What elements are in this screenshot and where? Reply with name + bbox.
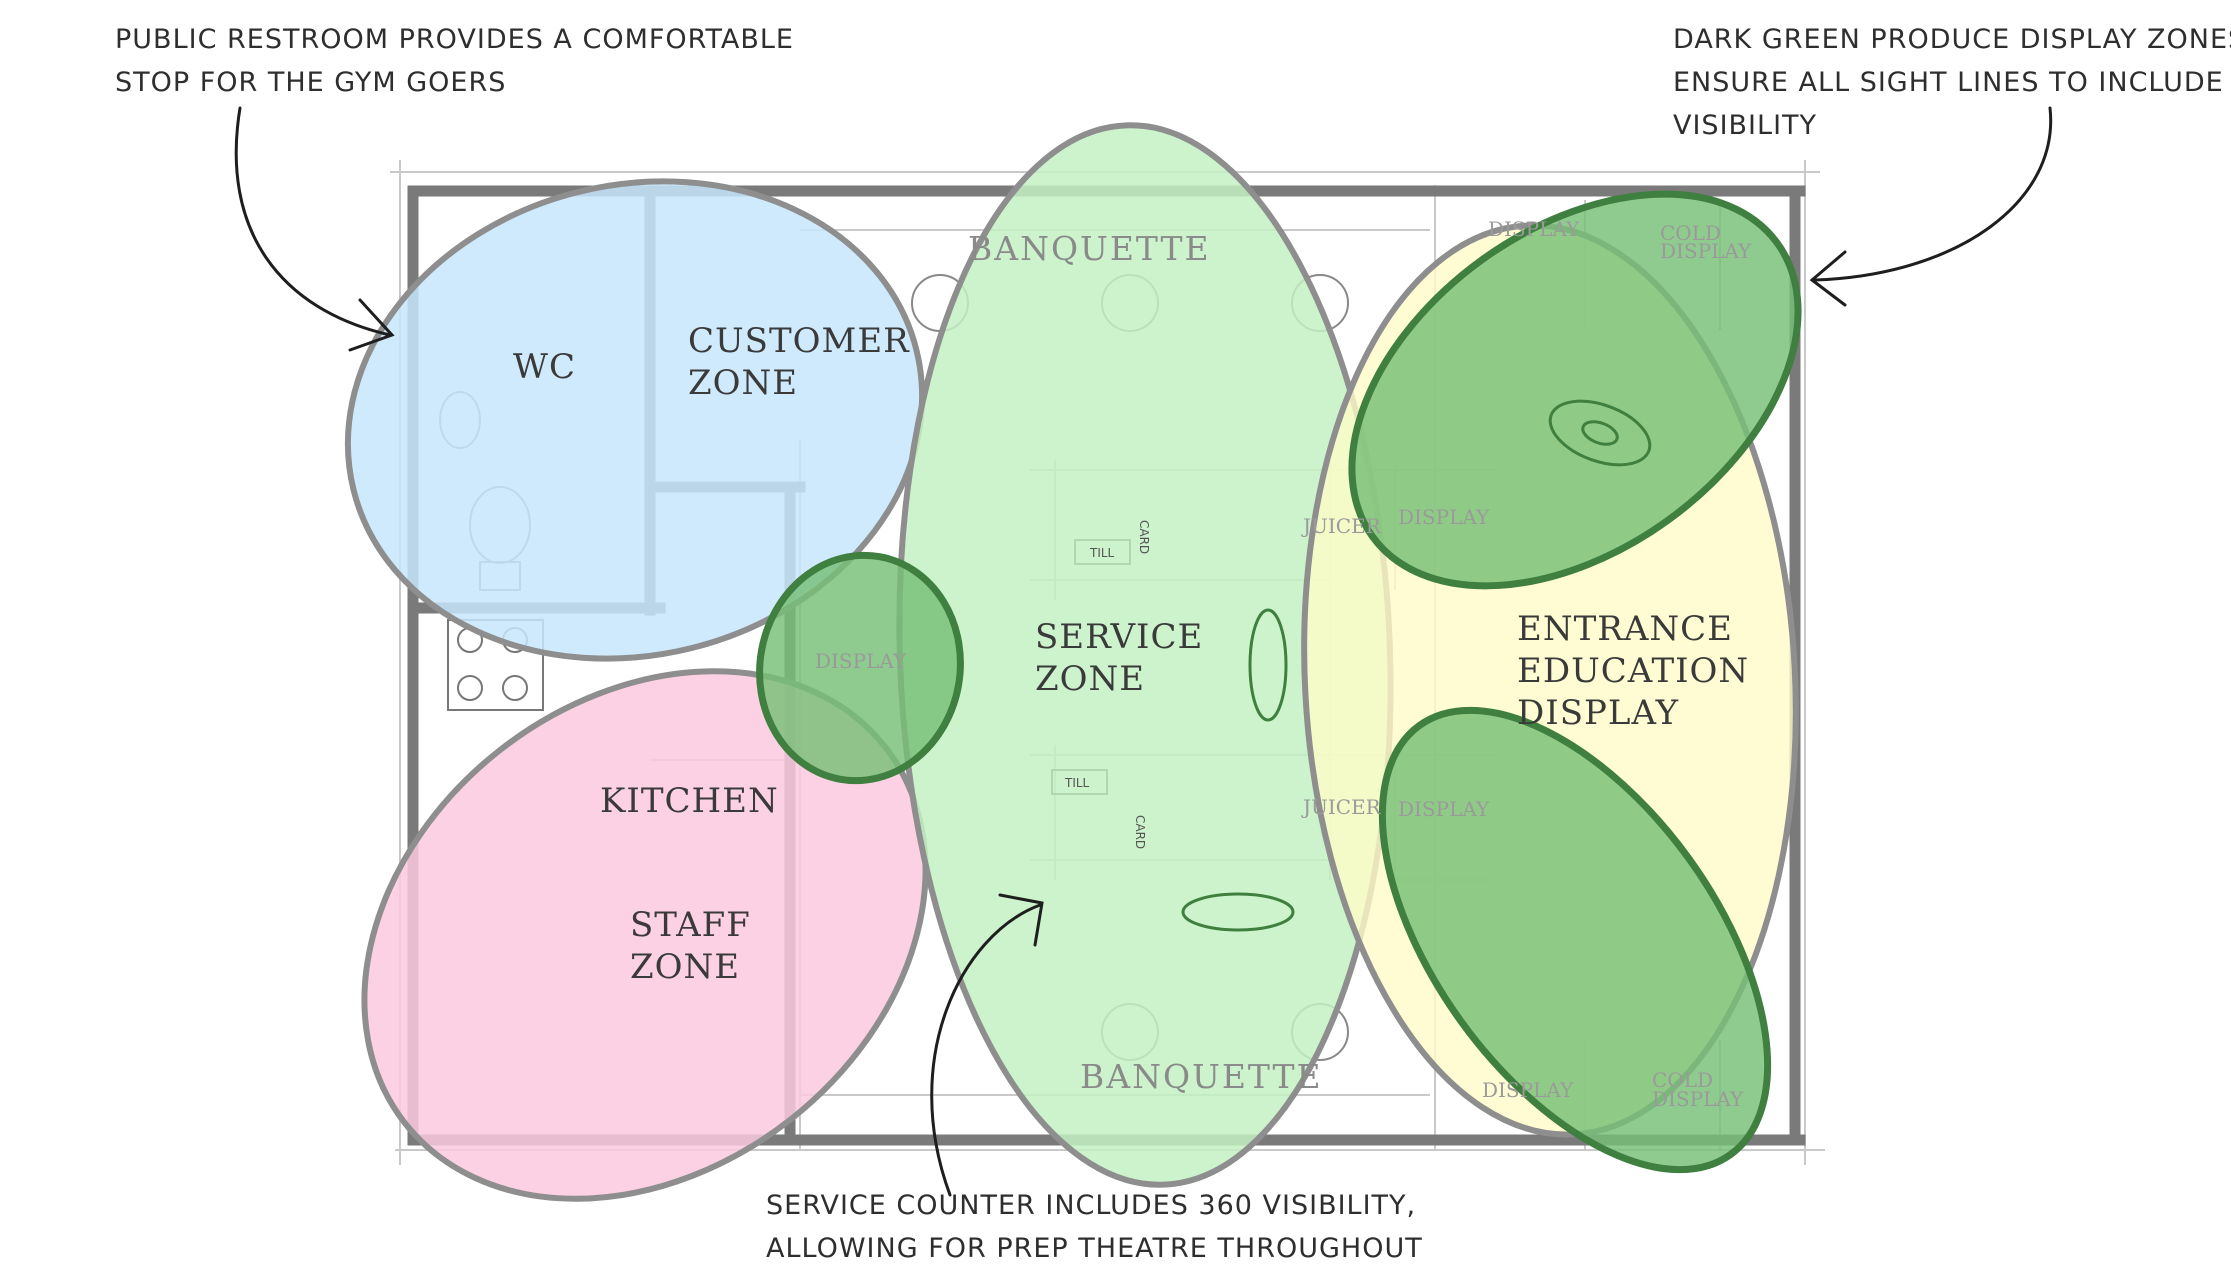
- restroom-note-line-2: STOP FOR THE GYM GOERS: [115, 67, 507, 98]
- restroom-note-line-1: PUBLIC RESTROOM PROVIDES A COMFORTABLE: [115, 24, 794, 55]
- produce-zone-small: [756, 551, 964, 785]
- display-bottom-right-label: DISPLAY: [1482, 1078, 1574, 1102]
- annotation-arrows: [234, 106, 2053, 1197]
- produce-zone-bottom: [1378, 706, 1772, 1174]
- cold-display-top-label-1: COLD: [1660, 221, 1721, 245]
- display-mid-upper-label: DISPLAY: [1398, 505, 1490, 529]
- banquette-bottom-label: BANQUETTE: [1080, 1057, 1323, 1096]
- produce-zones: [756, 190, 1802, 1174]
- entrance-zone-label-1: ENTRANCE: [1517, 609, 1733, 649]
- entrance-zone-label-2: EDUCATION: [1517, 651, 1749, 691]
- card-upper-label: CARD: [1137, 520, 1151, 554]
- display-mid-lower-label: DISPLAY: [1398, 797, 1490, 821]
- till-upper-label: TILL: [1089, 546, 1115, 560]
- produce-arrow: [1813, 106, 2053, 282]
- restroom-note: PUBLIC RESTROOM PROVIDES A COMFORTABLE S…: [115, 18, 794, 104]
- staff-zone-label-1: STAFF: [630, 905, 751, 945]
- cold-display-top-label-2: DISPLAY: [1660, 239, 1752, 263]
- display-top-right-label: DISPLAY: [1488, 217, 1580, 241]
- customer-zone-label-2: ZONE: [688, 363, 798, 403]
- produce-note-line-2: ENSURE ALL SIGHT LINES TO INCLUDE: [1673, 67, 2224, 98]
- cold-display-bottom-label-1: COLD: [1652, 1068, 1713, 1092]
- plan-labels: BANQUETTE BANQUETTE WC CUSTOMER ZONE KIT…: [513, 217, 1752, 1111]
- produce-note-line-3: VISIBILITY: [1673, 110, 1818, 141]
- entrance-zone-label-3: DISPLAY: [1517, 693, 1679, 733]
- produce-zone-top: [1348, 190, 1802, 590]
- banquette-top-label: BANQUETTE: [968, 229, 1211, 268]
- till-lower-label: TILL: [1064, 776, 1090, 790]
- juicer-upper-label: JUICER: [1301, 514, 1382, 538]
- produce-note-line-1: DARK GREEN PRODUCE DISPLAY ZONES: [1673, 24, 2231, 55]
- service-zone-label-2: ZONE: [1035, 659, 1145, 699]
- juicer-lower-label: JUICER: [1301, 795, 1382, 819]
- customer-zone-label-1: CUSTOMER: [688, 321, 910, 361]
- cold-display-bottom-label-2: DISPLAY: [1652, 1087, 1744, 1111]
- display-small-label: DISPLAY: [815, 649, 907, 673]
- service-arrow: [930, 903, 1042, 1197]
- restroom-arrow: [234, 106, 392, 337]
- service-note-line-1: SERVICE COUNTER INCLUDES 360 VISIBILITY,: [766, 1190, 1417, 1221]
- wc-label: WC: [513, 347, 576, 387]
- service-note: SERVICE COUNTER INCLUDES 360 VISIBILITY,…: [766, 1184, 1423, 1270]
- produce-note: DARK GREEN PRODUCE DISPLAY ZONES ENSURE …: [1673, 18, 2231, 147]
- service-note-line-2: ALLOWING FOR PREP THEATRE THROUGHOUT: [766, 1233, 1423, 1264]
- customer-zone-bubble: [344, 178, 926, 662]
- kitchen-label: KITCHEN: [600, 781, 779, 821]
- service-zone-label-1: SERVICE: [1035, 617, 1203, 657]
- staff-zone-label-2: ZONE: [630, 947, 740, 987]
- card-lower-label: CARD: [1133, 815, 1147, 849]
